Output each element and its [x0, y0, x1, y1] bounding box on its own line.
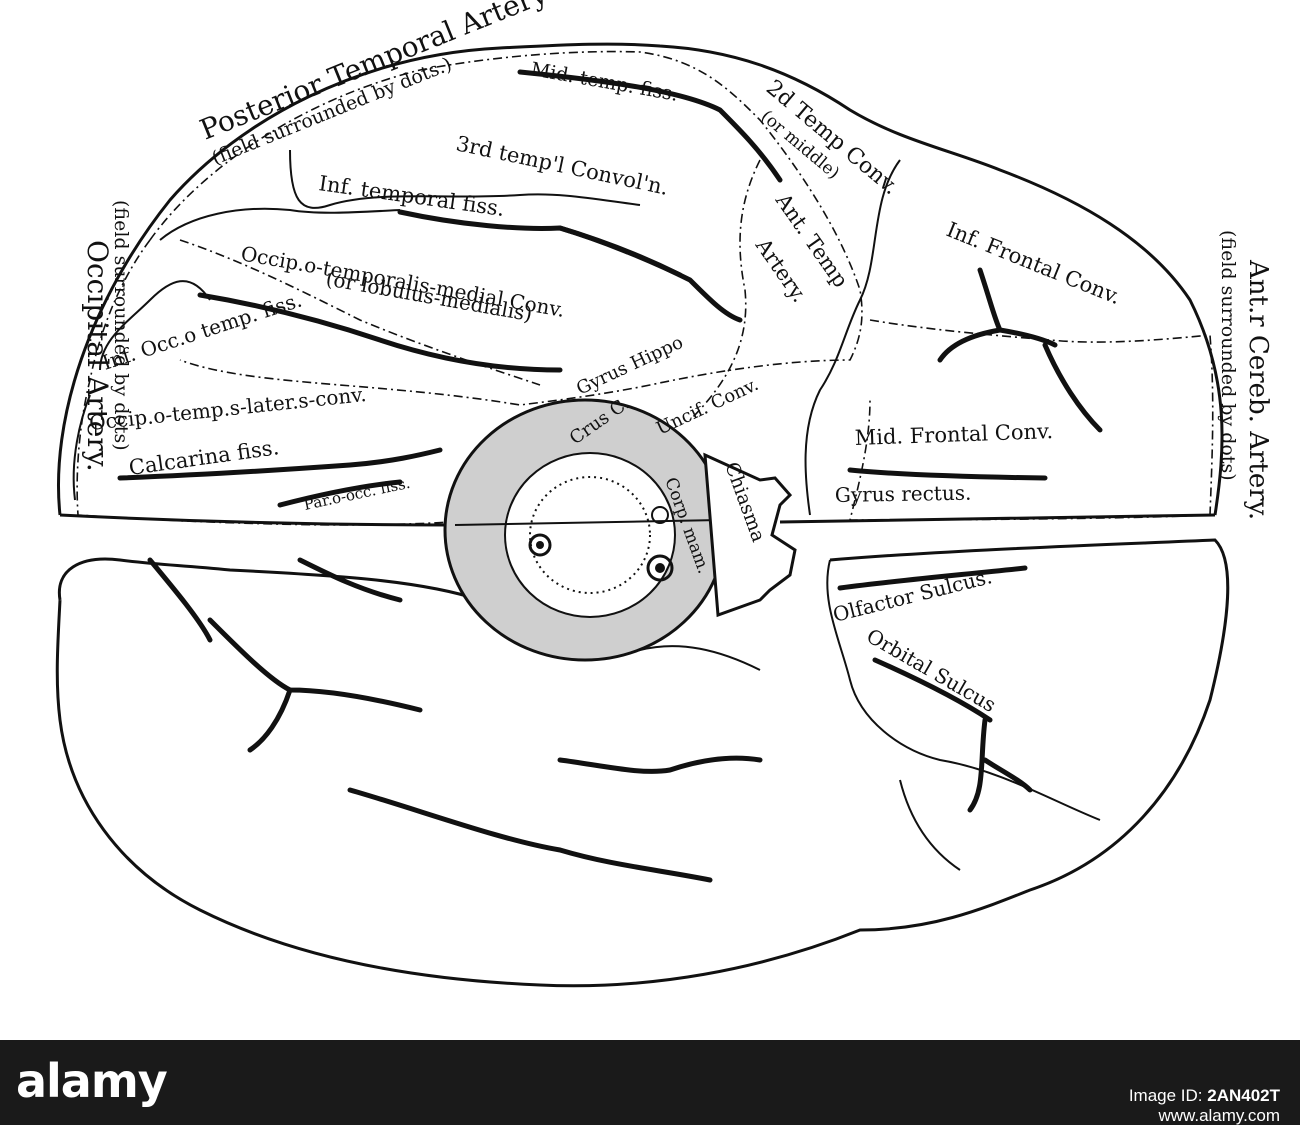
inf-occ-lobule-outline [72, 394, 91, 501]
lower-lobe-sulcus-1 [207, 617, 423, 713]
diagram-canvas: Posterior Temporal Artery (field surroun… [55, 0, 1273, 988]
website: www.alamy.com [1158, 1106, 1280, 1125]
corpus-mammillare-left [528, 533, 552, 557]
gyrus-rectus-sulcus [847, 467, 1048, 481]
image-id-label: Image ID: [1128, 1086, 1208, 1105]
label-mid-frontal-conv: Mid. Frontal Conv. [854, 419, 1053, 450]
inf-occ-temp-fiss-sulcus [197, 292, 563, 373]
label-mid-temp-fiss: Mid. temp. fiss. [529, 58, 680, 106]
ant-temp-field-boundary [689, 159, 761, 421]
corpus-mammillare-right [646, 554, 674, 582]
orbital-branch-sulcus [967, 717, 1033, 813]
par-occ-fiss-sulcus [277, 479, 403, 508]
label-ant-cereb-note: (field surrounded by dots) [1217, 230, 1239, 481]
label-orbital-sulcus: Orbital Sulcus [863, 624, 1001, 717]
lower-lobe-sulcus-4 [347, 787, 713, 883]
label-third-temp-convol: 3rd temp'l Convol'n. [454, 131, 671, 199]
optic-chiasma [703, 452, 797, 618]
image-id: 2AN402T [1207, 1086, 1280, 1105]
label-olfactor-sulcus: Olfactor Sulcus. [830, 564, 994, 627]
calcarina-fiss-sulcus [117, 447, 443, 481]
orbital-sulcus [872, 657, 993, 723]
label-inf-frontal-conv: Inf. Frontal Conv. [943, 217, 1124, 309]
mid-frontal-sulcus [1042, 342, 1103, 433]
label-posterior-temporal-artery: Posterior Temporal Artery [195, 0, 552, 146]
midbrain-small-circle [651, 506, 669, 524]
ant-cereb-field-boundary [848, 319, 1214, 521]
label-gyrus-rectus: Gyrus rectus. [835, 481, 972, 507]
occip-temp-medial-outline [159, 207, 401, 241]
image-id-line: Image ID: 2AN402T [1129, 1086, 1280, 1106]
corpus-mammillare-right-dot [655, 563, 665, 573]
occip-temp-medial-sulcus [557, 225, 683, 278]
mid-temp-fiss-sulcus [517, 69, 783, 183]
olfactor-sulcus [837, 565, 1028, 591]
frontal-pole-line [899, 779, 961, 871]
lower-lobe-sulcus-3 [297, 557, 403, 603]
label-par-occ-fiss: Par.o-occ. fiss. [302, 474, 412, 514]
corpus-mammillare-left-dot [536, 541, 544, 549]
label-uncif-conv: Uncif. Conv. [653, 374, 762, 440]
lower-lobe-sulcus-6 [147, 557, 213, 643]
lower-hemisphere-outline [55, 538, 1230, 988]
label-occipital-note: (field surrounded by dots) [110, 200, 132, 451]
watermark-footer: alamy Image ID: 2AN402T www.alamy.com [0, 1040, 1300, 1125]
label-ant-cereb-artery: Ant.r Cereb. Artery. [1243, 259, 1273, 520]
posterior-temporal-field-boundary [149, 50, 863, 406]
third-temp-convol-outline [289, 149, 641, 209]
midbrain-dotted-ring [529, 476, 651, 594]
brain-base-diagram: Posterior Temporal Artery (field surroun… [55, 0, 1273, 988]
lower-lobe-sulcus-5 [557, 755, 763, 774]
label-occipital-artery: Occipital Artery. [81, 240, 114, 472]
upper-hemisphere-outline [56, 42, 1224, 516]
occip-lateral-outline [99, 280, 211, 371]
occipital-field-boundary [76, 239, 451, 526]
midbrain-center-line [454, 519, 721, 526]
occip-medial-field-boundary [179, 239, 541, 386]
lower-lobe-sulcus-2 [247, 687, 293, 753]
inf-frontal-sulcus [937, 267, 1058, 363]
stock-info: Image ID: 2AN402T www.alamy.com [1129, 1086, 1280, 1126]
brand-logo: alamy [16, 1054, 168, 1108]
